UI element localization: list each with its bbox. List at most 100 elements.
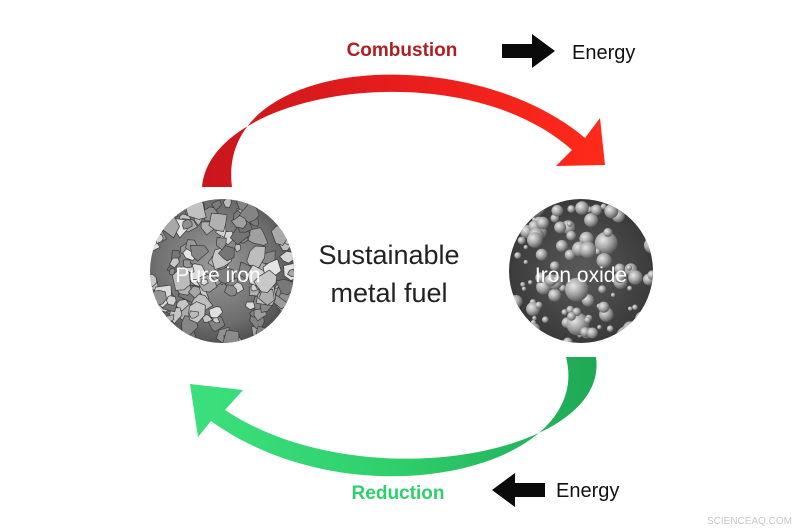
iron-grain bbox=[189, 245, 210, 262]
iron-grain bbox=[222, 329, 240, 343]
oxide-particle bbox=[645, 208, 653, 220]
reduction-arrow bbox=[190, 357, 597, 477]
oxide-particle bbox=[562, 337, 573, 343]
oxide-particle bbox=[531, 199, 537, 202]
oxide-particle bbox=[622, 322, 642, 341]
oxide-particle bbox=[635, 311, 651, 327]
iron-grain bbox=[169, 267, 176, 276]
center-title-line2: metal fuel bbox=[330, 278, 447, 308]
iron-grain bbox=[230, 215, 248, 229]
oxide-particle bbox=[594, 231, 618, 255]
oxide-particle bbox=[514, 252, 522, 259]
oxide-particle bbox=[542, 316, 549, 324]
oxide-particle bbox=[598, 301, 610, 313]
iron-grain bbox=[283, 211, 294, 229]
iron-grain bbox=[169, 257, 180, 269]
iron-grain bbox=[150, 312, 158, 326]
oxide-particle bbox=[549, 261, 560, 271]
iron-grain bbox=[165, 199, 181, 208]
oxide-particle bbox=[528, 280, 533, 285]
oxide-particle bbox=[603, 228, 613, 237]
oxide-particle bbox=[627, 285, 633, 291]
energy-in-arrow-icon bbox=[492, 473, 545, 507]
oxide-particle bbox=[632, 304, 638, 311]
oxide-particle bbox=[646, 232, 653, 239]
iron-grain bbox=[287, 268, 294, 278]
oxide-particle bbox=[640, 309, 651, 321]
reduction-label: Reduction bbox=[352, 483, 445, 504]
energy-in-label: Energy bbox=[556, 480, 619, 502]
oxide-particle bbox=[556, 240, 568, 252]
iron-grain bbox=[183, 259, 193, 269]
iron-grain bbox=[182, 218, 193, 230]
iron-grain bbox=[154, 199, 173, 218]
iron-grain bbox=[150, 331, 162, 343]
oxide-particle bbox=[579, 241, 597, 259]
iron-grain bbox=[258, 289, 275, 306]
oxide-particle bbox=[612, 199, 626, 207]
iron-grain bbox=[253, 269, 278, 293]
oxide-particle bbox=[604, 204, 619, 219]
iron-grain bbox=[188, 285, 201, 299]
iron-grain bbox=[212, 265, 236, 285]
oxide-particle bbox=[509, 201, 519, 216]
iron-grain bbox=[286, 199, 294, 206]
oxide-particle bbox=[552, 276, 560, 283]
energy-out-arrow-icon bbox=[502, 34, 555, 68]
oxide-particle bbox=[566, 230, 577, 241]
oxide-particle bbox=[640, 338, 646, 343]
oxide-particle bbox=[641, 321, 647, 327]
iron-grain bbox=[223, 284, 238, 297]
oxide-particle bbox=[532, 315, 537, 321]
iron-grain bbox=[164, 199, 180, 207]
iron-grain bbox=[150, 273, 158, 288]
iron-grain bbox=[154, 199, 176, 213]
oxide-particle bbox=[590, 204, 602, 216]
iron-grain bbox=[234, 243, 242, 253]
oxide-particle bbox=[509, 295, 523, 308]
iron-grain bbox=[212, 317, 221, 324]
iron-grain bbox=[274, 199, 289, 207]
oxide-particle bbox=[597, 324, 602, 330]
iron-grain bbox=[162, 199, 185, 209]
iron-grain bbox=[160, 199, 177, 213]
oxide-particle bbox=[614, 263, 625, 275]
iron-grain bbox=[167, 332, 181, 343]
energy-out-label: Energy bbox=[572, 42, 635, 64]
oxide-particle bbox=[513, 200, 518, 205]
oxide-particle bbox=[622, 321, 639, 338]
oxide-particle bbox=[596, 253, 612, 269]
iron-grain bbox=[245, 301, 256, 311]
oxide-particle bbox=[527, 232, 543, 248]
iron-grain bbox=[272, 199, 293, 221]
oxide-particle bbox=[628, 270, 643, 285]
oxide-particle bbox=[598, 285, 607, 294]
iron-grain bbox=[150, 199, 160, 208]
iron-grain bbox=[216, 237, 227, 251]
iron-grain bbox=[167, 201, 176, 212]
oxide-particle bbox=[584, 316, 591, 324]
watermark: SCIENCEAQ.COM bbox=[707, 516, 792, 527]
oxide-particle bbox=[521, 286, 527, 291]
iron-grain bbox=[283, 313, 293, 322]
oxide-particle bbox=[535, 301, 543, 309]
iron-oxide-label: Iron oxide bbox=[535, 264, 627, 287]
oxide-particle bbox=[523, 259, 528, 265]
oxide-particle bbox=[523, 245, 528, 250]
oxide-particle bbox=[614, 271, 626, 283]
iron-grain bbox=[255, 325, 271, 339]
oxide-particle bbox=[575, 201, 589, 215]
iron-grain bbox=[171, 266, 191, 291]
iron-grain bbox=[211, 200, 222, 211]
iron-grain bbox=[273, 199, 289, 210]
center-title-line1: Sustainable bbox=[318, 240, 459, 270]
combustion-label: Combustion bbox=[347, 40, 458, 61]
oxide-particle bbox=[586, 327, 598, 339]
oxide-particle bbox=[551, 204, 564, 217]
oxide-particle bbox=[535, 272, 546, 284]
iron-grain bbox=[208, 212, 228, 233]
oxide-particle bbox=[643, 237, 653, 254]
oxide-particle bbox=[628, 306, 633, 311]
oxide-particle bbox=[509, 309, 519, 322]
oxide-particle bbox=[615, 325, 642, 343]
